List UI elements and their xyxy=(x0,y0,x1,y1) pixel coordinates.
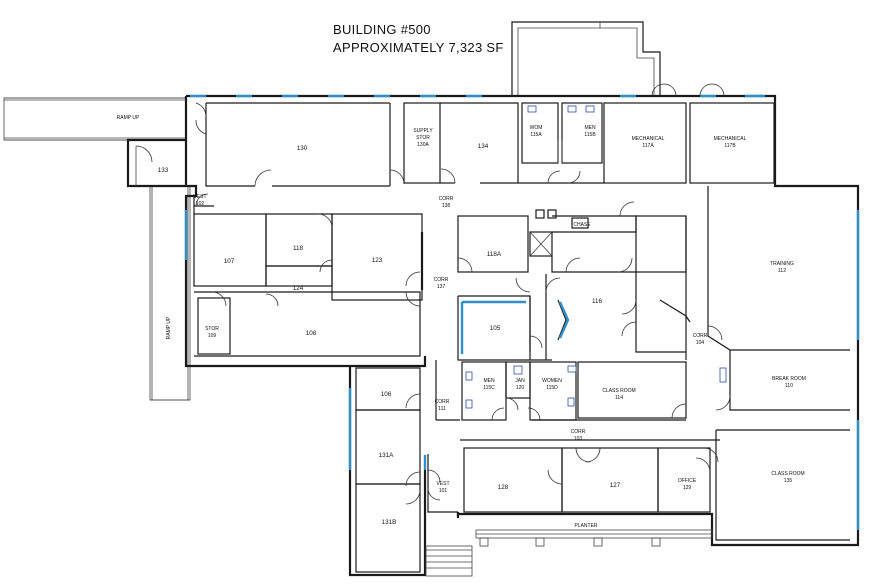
label-men-a-1: MEN xyxy=(584,125,596,131)
room-labels: RAMP UP RAMP UP 133 130 SUPPLY STOR 130A… xyxy=(117,115,806,529)
corridor-partitions xyxy=(193,193,720,441)
label-supply-2: STOR xyxy=(416,135,430,141)
label-jan-1: JAN xyxy=(515,378,525,384)
ramp-top xyxy=(3,97,187,141)
label-class114-1: CLASS ROOM xyxy=(602,388,635,394)
label-break-1: BREAK ROOM xyxy=(772,376,806,382)
label-131b: 131B xyxy=(382,519,397,526)
restroom-fixtures-north xyxy=(527,105,595,163)
label-128: 128 xyxy=(498,484,509,491)
label-118: 118 xyxy=(293,245,304,252)
label-corr111-1: CORR xyxy=(435,399,450,405)
label-corr138-2: 138 xyxy=(442,203,451,209)
label-break-2: 110 xyxy=(785,383,793,389)
label-stor109-2: 109 xyxy=(208,333,217,339)
label-corr137-2: 137 xyxy=(437,284,446,290)
label-wom-1: WOM xyxy=(530,125,543,131)
building-title: BUILDING #500 xyxy=(333,22,431,37)
label-131a: 131A xyxy=(379,452,395,459)
label-123: 123 xyxy=(372,257,383,264)
label-jan-2: 120 xyxy=(516,385,525,391)
label-wom-2: 115A xyxy=(530,132,542,138)
label-mech-b-2: 117B xyxy=(724,143,736,149)
top-canopy xyxy=(511,21,661,96)
exterior-walls xyxy=(184,94,860,577)
label-mech-a-1: MECHANICAL xyxy=(632,136,665,142)
label-class135-2: 135 xyxy=(784,478,793,484)
label-108-west: 108 xyxy=(306,330,317,337)
building-area: APPROXIMATELY 7,323 SF xyxy=(333,40,504,55)
label-corr103-1: CORR xyxy=(571,429,586,435)
label-107: 107 xyxy=(224,258,235,265)
label-stor109-1: STOR xyxy=(205,326,219,332)
label-118a: 118A xyxy=(487,251,502,258)
label-chase: CHASE xyxy=(573,222,591,228)
ramp-side xyxy=(149,185,191,401)
label-men-a-2: 115B xyxy=(584,132,596,138)
label-planter: PLANTER xyxy=(574,523,597,529)
center-block xyxy=(457,201,691,361)
label-105: 105 xyxy=(490,325,501,332)
south-rooms xyxy=(355,367,711,573)
label-corr104-1: CORR xyxy=(693,333,708,339)
label-124: 124 xyxy=(293,285,304,292)
label-vest101-1: VEST xyxy=(436,481,449,487)
north-row-walls xyxy=(195,83,775,187)
label-women-1: WOMEN xyxy=(542,378,562,384)
label-vest102-2: 102 xyxy=(196,201,205,207)
label-ramp-top: RAMP UP xyxy=(117,115,140,121)
label-133: 133 xyxy=(158,167,169,174)
label-corr103-2: 103 xyxy=(574,436,583,442)
label-106: 106 xyxy=(381,391,392,398)
label-office-2: 129 xyxy=(683,485,692,491)
label-women-2: 115D xyxy=(546,385,558,391)
restroom-block-south xyxy=(461,361,687,421)
room-133 xyxy=(126,138,186,188)
label-vest102-1: VEST xyxy=(193,194,206,200)
label-training-2: 112 xyxy=(778,268,786,274)
label-corr137-1: CORR xyxy=(434,277,449,283)
west-rooms xyxy=(193,213,424,357)
label-ramp-side: RAMP UP xyxy=(166,316,172,339)
label-supply-1: SUPPLY xyxy=(413,128,433,134)
label-training-1: TRAINING xyxy=(770,261,794,267)
label-mech-a-2: 117A xyxy=(642,143,654,149)
label-134: 134 xyxy=(478,143,489,150)
label-class135-1: CLASS ROOM xyxy=(771,471,804,477)
label-116: 116 xyxy=(592,298,603,305)
label-class114-2: 114 xyxy=(615,395,623,401)
label-men-c-2: 115C xyxy=(483,385,495,391)
label-mech-b-1: MECHANICAL xyxy=(714,136,747,142)
east-rooms xyxy=(703,186,850,541)
label-130: 130 xyxy=(297,145,308,152)
label-supply-3: 130A xyxy=(417,142,429,148)
label-corr111-2: 111 xyxy=(438,406,446,412)
label-corr138-1: CORR xyxy=(439,196,454,202)
label-127: 127 xyxy=(610,482,621,489)
label-vest101-2: 101 xyxy=(439,488,448,494)
planter-entry xyxy=(425,529,713,577)
north-glazing xyxy=(184,94,860,530)
label-men-c-1: MEN xyxy=(483,378,495,384)
label-office-1: OFFICE xyxy=(678,478,697,484)
label-corr104-2: 104 xyxy=(696,340,705,346)
